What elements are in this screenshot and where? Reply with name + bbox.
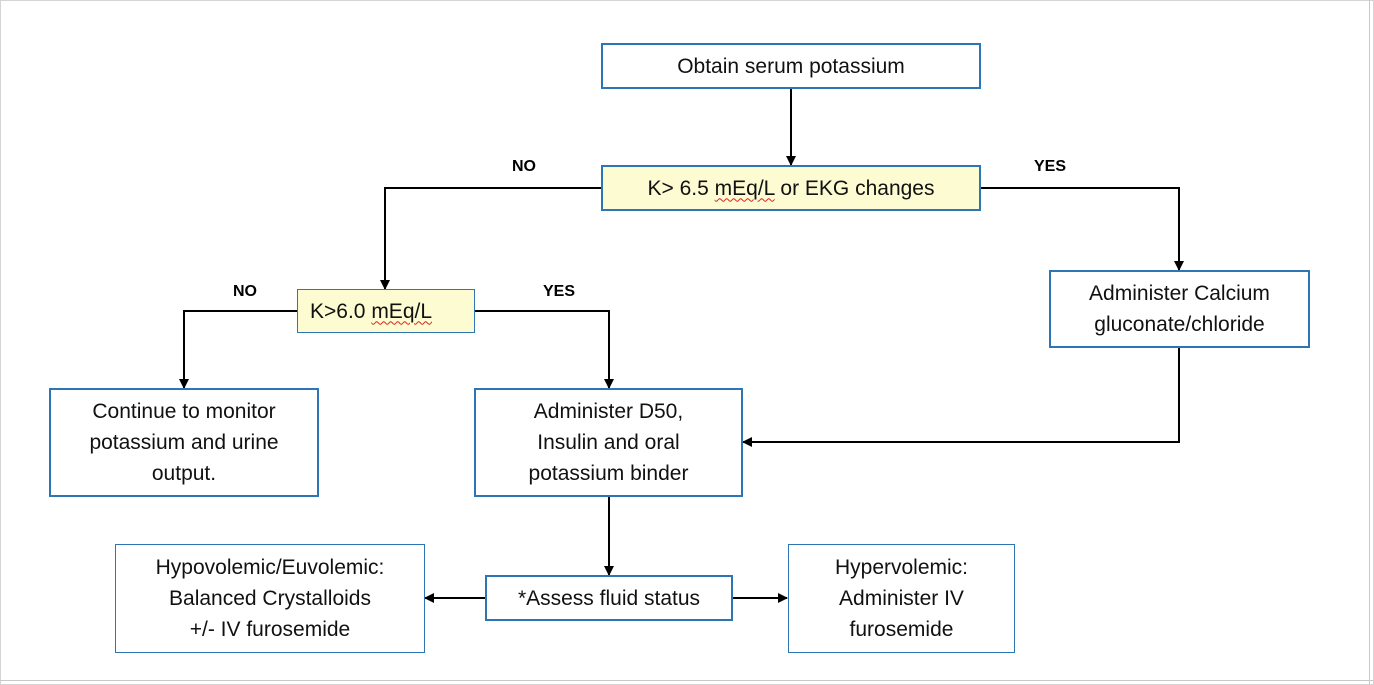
hypervolemic-text: Hypervolemic: Administer IV furosemide bbox=[835, 552, 968, 645]
assess-fluid-box: *Assess fluid status bbox=[485, 575, 733, 621]
decision-k-6-0-prefix: K>6.0 bbox=[310, 299, 372, 323]
decision2-no-label: NO bbox=[233, 283, 257, 300]
administer-calcium-box: Administer Calcium gluconate/chloride bbox=[1049, 270, 1310, 348]
decision1-no-label: NO bbox=[512, 158, 536, 175]
continue-monitor-text: Continue to monitor potassium and urine … bbox=[89, 396, 278, 489]
continue-monitor-line-1: Continue to monitor bbox=[92, 400, 276, 423]
continue-monitor-box: Continue to monitor potassium and urine … bbox=[49, 388, 319, 497]
decision-k-6-0-text: K>6.0 mEq/L bbox=[310, 296, 432, 327]
hypovolemic-text: Hypovolemic/Euvolemic: Balanced Crystall… bbox=[156, 552, 385, 645]
hypervolemic-line-2: Administer IV bbox=[839, 587, 964, 610]
hypovolemic-line-3: +/- IV furosemide bbox=[189, 618, 351, 641]
hypovolemic-line-1: Hypovolemic/Euvolemic: bbox=[155, 556, 385, 579]
arrow-decision1-yes bbox=[980, 187, 1184, 271]
decision-k-6-5-prefix: K> 6.5 bbox=[647, 176, 715, 200]
arrow-decision2-no bbox=[179, 310, 297, 389]
hypovolemic-box: Hypovolemic/Euvolemic: Balanced Crystall… bbox=[115, 544, 425, 653]
decision-k-6-0-unit: mEq/L bbox=[371, 299, 433, 323]
arrow-calcium-to-d50 bbox=[742, 347, 1180, 447]
assess-fluid-text: *Assess fluid status bbox=[517, 586, 701, 610]
administer-calcium-text: Administer Calcium gluconate/chloride bbox=[1089, 278, 1270, 340]
administer-d50-box: Administer D50, Insulin and oral potassi… bbox=[474, 388, 743, 497]
page-edge-bottom bbox=[0, 680, 1374, 681]
administer-d50-line-1: Administer D50, bbox=[533, 400, 684, 423]
hypervolemic-line-1: Hypervolemic: bbox=[834, 556, 969, 579]
decision1-yes-label: YES bbox=[1034, 158, 1067, 175]
decision-k-6-0-box: K>6.0 mEq/L bbox=[297, 289, 475, 333]
administer-d50-text: Administer D50, Insulin and oral potassi… bbox=[529, 396, 689, 489]
administer-d50-line-2: Insulin and oral bbox=[537, 431, 680, 454]
arrow-decision1-no bbox=[380, 187, 602, 290]
administer-calcium-line-2: gluconate/chloride bbox=[1094, 313, 1265, 336]
decision-k-6-5-suffix: or EKG changes bbox=[774, 176, 935, 200]
continue-monitor-line-3: output. bbox=[151, 462, 217, 485]
administer-d50-line-3: potassium binder bbox=[528, 462, 689, 485]
hypervolemic-line-3: furosemide bbox=[849, 618, 954, 641]
obtain-potassium-text: Obtain serum potassium bbox=[677, 54, 905, 78]
decision-k-6-5-box: K> 6.5 mEq/L or EKG changes bbox=[601, 165, 981, 211]
continue-monitor-line-2: potassium and urine bbox=[89, 431, 279, 454]
hypovolemic-line-2: Balanced Crystalloids bbox=[169, 587, 371, 610]
decision2-yes-label: YES bbox=[543, 283, 576, 300]
obtain-potassium-box: Obtain serum potassium bbox=[601, 43, 981, 89]
arrow-decision2-yes bbox=[475, 310, 614, 389]
administer-calcium-line-1: Administer Calcium bbox=[1089, 282, 1270, 305]
hypervolemic-box: Hypervolemic: Administer IV furosemide bbox=[788, 544, 1015, 653]
decision-k-6-5-text: K> 6.5 mEq/L or EKG changes bbox=[648, 173, 935, 204]
decision-k-6-5-unit: mEq/L bbox=[714, 176, 775, 200]
page-edge-right bbox=[1369, 0, 1370, 685]
